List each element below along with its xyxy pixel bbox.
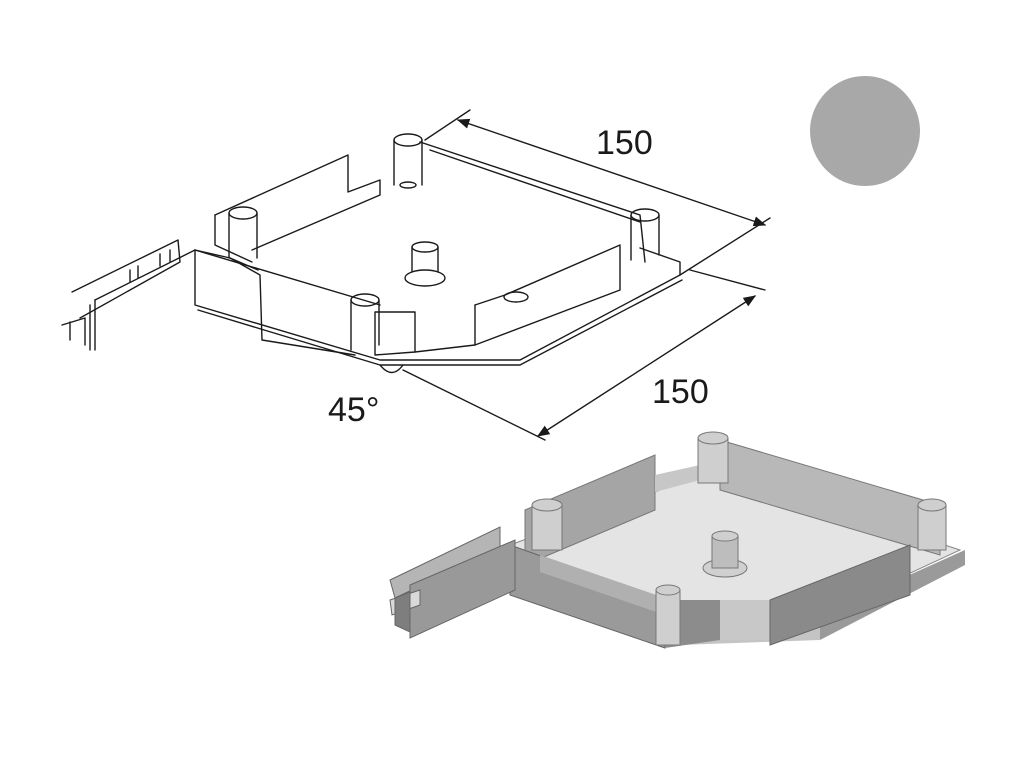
back-left-wall [214,154,381,251]
ext-line-right-b [402,369,546,441]
front-left-wall [194,249,356,356]
render-front-right-wall [769,544,911,646]
angle-label: 45° [328,391,380,429]
corner-post-front-right [503,291,529,303]
connector-clip [61,239,196,351]
base-plate-top-edge [194,249,381,306]
base-plate-outline [194,247,681,361]
corner-post-top [393,133,423,189]
front-right-wall [474,244,621,346]
bottom-foot [379,364,404,374]
corner-post-left [228,206,258,259]
render-connector-clip [389,526,516,639]
color-swatch [810,76,920,186]
dim-line-top [456,118,767,227]
center-spindle [404,241,446,287]
render-post-right [917,498,947,551]
dimension-label-right: 150 [652,373,709,411]
ext-line-top-right [679,217,771,276]
render-post-left [531,498,563,551]
render-center-spindle [702,530,748,578]
corner-post-front [350,293,380,351]
ext-line-right-a [689,269,766,291]
render-post-front [655,584,681,646]
dimension-label-top: 150 [596,124,653,162]
render-post-top [697,431,729,484]
dim-line-right [536,295,757,437]
ext-line-top-left [424,109,471,141]
